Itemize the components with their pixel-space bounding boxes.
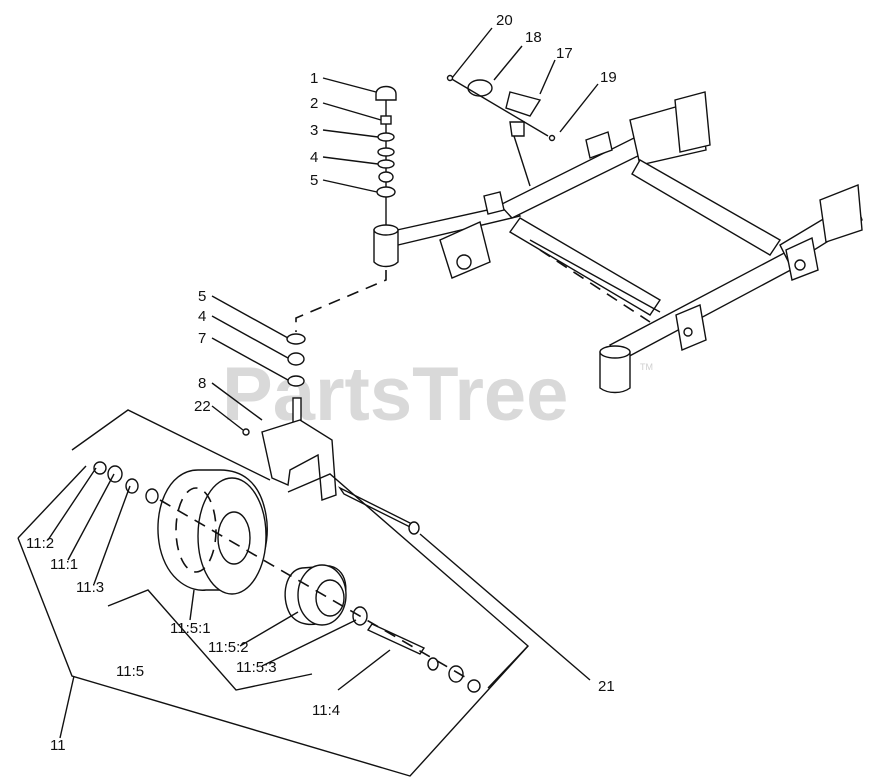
callout-11-2: 11:2: [26, 535, 54, 552]
callout-11-5: 11:5: [116, 663, 144, 680]
callout-21: 21: [598, 678, 615, 695]
callout-11-5-3: 11:5:3: [236, 659, 277, 676]
main-frame: [386, 91, 863, 394]
callout-7: 7: [198, 330, 206, 347]
callout-11-4: 11:4: [312, 702, 340, 719]
callout-3: 3: [310, 122, 318, 139]
callout-22: 22: [194, 398, 211, 415]
callout-11: 11: [50, 737, 66, 754]
callout-18: 18: [525, 29, 542, 46]
upper-bearing-stack: [375, 85, 397, 225]
callout-5-lower: 5: [198, 288, 206, 305]
lower-bearing-stack: [286, 333, 306, 387]
caster-mount-tube: [373, 224, 399, 268]
caster-fork: [242, 397, 337, 501]
wheel-rim: [284, 564, 368, 626]
assembly-brackets: [17, 409, 529, 777]
callout-11-3: 11:3: [76, 579, 104, 596]
callout-8: 8: [198, 375, 206, 392]
callout-5-upper: 5: [310, 172, 318, 189]
callout-4-upper: 4: [310, 149, 318, 166]
callout-4-lower: 4: [198, 308, 206, 325]
callouts: 1 2 3 4 5 5 4 7 8 22 20 18 17 19 11:2 11…: [26, 12, 617, 754]
callout-17: 17: [556, 45, 573, 62]
wheel-bolt: [337, 486, 420, 535]
callout-20: 20: [496, 12, 513, 29]
callout-11-5-1: 11:5:1: [170, 620, 211, 637]
leader-lines: [47, 27, 599, 691]
callout-19: 19: [600, 69, 617, 86]
callout-1: 1: [310, 70, 318, 87]
callout-11-1: 11:1: [50, 556, 78, 573]
watermark-text: PartsTree: [222, 352, 568, 437]
tire: [157, 469, 268, 595]
axle-and-hardware: [366, 623, 481, 693]
callout-11-5-2: 11:5:2: [208, 639, 249, 656]
watermark-trademark: TM: [640, 362, 653, 372]
callout-2: 2: [310, 95, 318, 112]
dust-cap: [375, 85, 397, 101]
leader-11: [59, 675, 75, 739]
